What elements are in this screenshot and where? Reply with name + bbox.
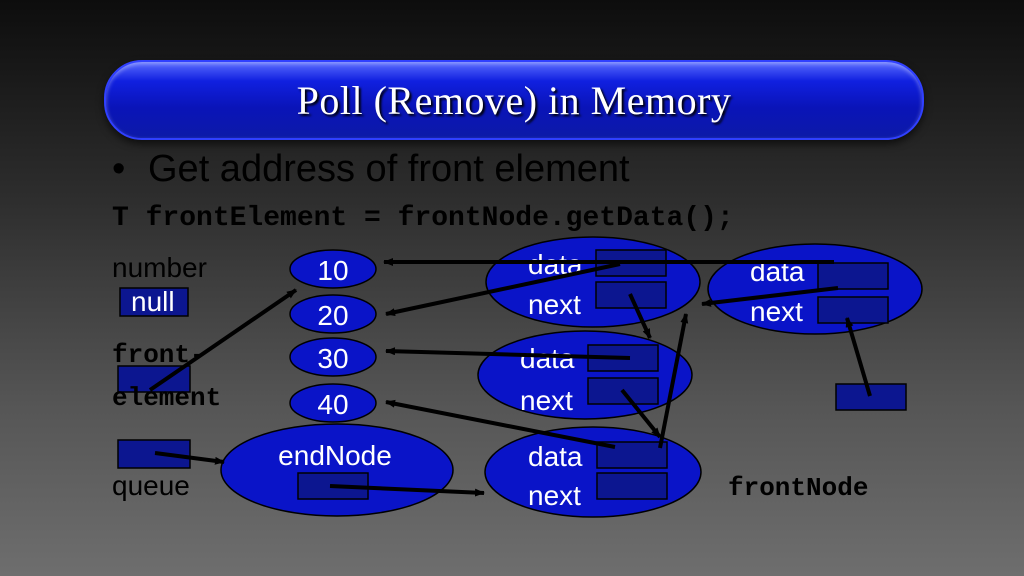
node-c-data-label: data xyxy=(528,441,583,472)
pointer-arrows xyxy=(148,258,872,497)
node-b-next-label: next xyxy=(520,385,573,416)
node-d-next-box xyxy=(817,296,889,324)
value-10-text: 10 xyxy=(317,255,348,286)
node-b-oval xyxy=(477,330,693,420)
slide-title: Poll (Remove) in Memory xyxy=(296,77,732,123)
node-c-next-label: next xyxy=(528,480,581,511)
arrow-node-c-next-to-node-d xyxy=(658,313,689,449)
node-b-data-label: data xyxy=(520,343,575,374)
value-oval-30 xyxy=(289,337,377,377)
arrow-front-element-to-10 xyxy=(148,288,298,392)
node-a-next-label: next xyxy=(528,289,581,320)
arrow-node-a-next-to-node-b xyxy=(628,293,652,339)
node-c-next-box xyxy=(596,472,668,500)
value-40-text: 40 xyxy=(317,389,348,420)
title-bar: Poll (Remove) in Memory xyxy=(104,60,924,140)
node-d-next-label: next xyxy=(750,296,803,327)
code-line: T frontElement = frontNode.getData(); xyxy=(112,203,734,234)
value-oval-40 xyxy=(289,383,377,423)
node-a-oval xyxy=(485,236,701,328)
queue-label: queue xyxy=(112,470,190,501)
number-label: number xyxy=(112,252,207,283)
front-element-label-line2: element xyxy=(112,383,221,413)
arrow-node-a-data-to-20 xyxy=(385,262,621,317)
value-20-text: 20 xyxy=(317,300,348,331)
node-d-data-box xyxy=(817,262,889,290)
front-node-label: frontNode xyxy=(728,473,868,503)
number-variable-box xyxy=(119,287,189,317)
arrow-node-b-data-to-30 xyxy=(385,347,631,360)
queue-variable-box xyxy=(117,439,191,469)
end-node-label: endNode xyxy=(278,440,392,471)
arrow-end-node-to-node-c xyxy=(329,484,485,497)
arrow-front-node-to-node-d xyxy=(845,317,872,397)
value-oval-20 xyxy=(289,294,377,334)
arrow-node-b-next-to-node-c xyxy=(620,388,662,439)
node-c-oval xyxy=(484,426,702,518)
arrow-queue-to-end-node xyxy=(154,451,225,465)
bullet-marker: • xyxy=(112,148,126,190)
value-30-text: 30 xyxy=(317,343,348,374)
arrow-node-d-next-to-node-a xyxy=(701,286,839,307)
arrow-node-c-data-to-40 xyxy=(385,399,616,449)
bullet-point: • Get address of front element xyxy=(112,148,630,191)
front-node-variable-box xyxy=(835,383,907,411)
value-oval-10 xyxy=(289,249,377,289)
end-node-oval xyxy=(220,423,454,517)
null-label: null xyxy=(131,286,175,317)
bullet-text: Get address of front element xyxy=(148,148,630,190)
